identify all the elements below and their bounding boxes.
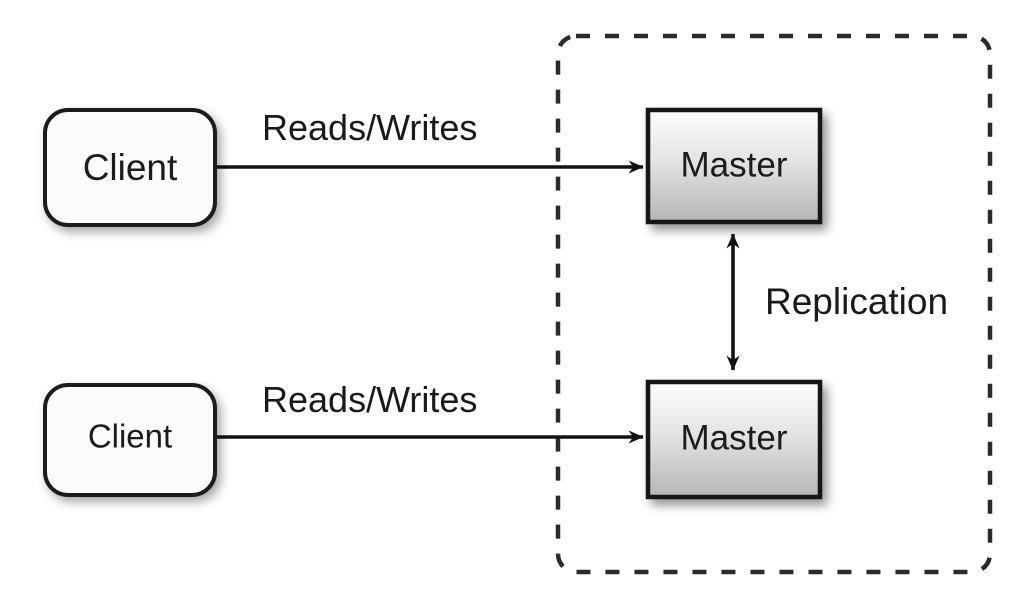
edge-reads-writes-bottom: Reads/Writes	[215, 379, 644, 444]
node-master-top[interactable]: Master	[645, 107, 823, 225]
client-top-box[interactable]	[43, 108, 217, 227]
node-client-bottom[interactable]: Client	[43, 383, 217, 497]
node-client-top[interactable]: Client	[43, 108, 217, 227]
edge-label-reads-writes-top: Reads/Writes	[262, 107, 477, 148]
master-top-label: Master	[681, 145, 788, 184]
edge-reads-writes-top: Reads/Writes	[215, 107, 644, 174]
edge-label-reads-writes-bottom: Reads/Writes	[262, 379, 477, 420]
client-bottom-box[interactable]	[43, 383, 217, 497]
master-bottom-label: Master	[681, 418, 788, 457]
node-master-bottom[interactable]: Master	[645, 379, 823, 500]
master-bottom-box[interactable]	[645, 379, 823, 500]
edge-label-replication: Replication	[765, 281, 948, 322]
client-bottom-label: Client	[88, 418, 172, 455]
replication-cluster-boundary	[555, 33, 993, 575]
edge-replication: Replication	[726, 233, 948, 371]
master-top-box[interactable]	[645, 107, 823, 225]
client-top-label: Client	[83, 147, 178, 188]
